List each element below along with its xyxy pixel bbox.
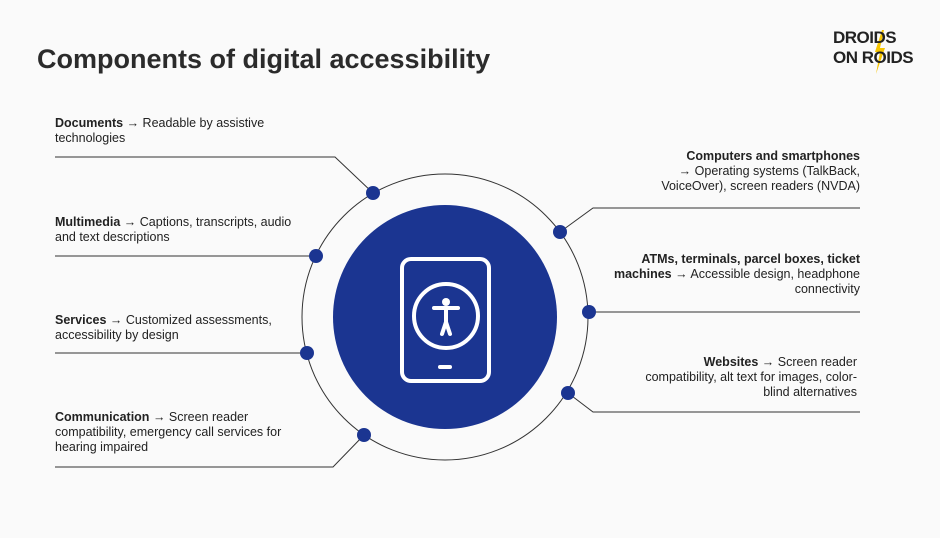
- droids-on-roids-logo: DROIDS ON ROIDS: [833, 28, 914, 78]
- item-documents: Documents → Readable by assistive techno…: [55, 116, 265, 145]
- item-atms: ATMs, terminals, parcel boxes, ticket ma…: [613, 252, 860, 296]
- bolt-icon: [875, 30, 885, 74]
- item-services: Services → Customized assessments, acces…: [55, 313, 272, 342]
- logo-line2: ON ROIDS: [833, 48, 914, 67]
- item-computers: Computers and smartphones→ Operating sys…: [661, 149, 860, 193]
- page-title: Components of digital accessibility: [37, 44, 491, 74]
- connector-lines: [55, 156, 860, 468]
- phone-accessibility-icon: [400, 257, 491, 383]
- connector-dots: [300, 186, 596, 442]
- item-websites: Websites → Screen reader compatibility, …: [645, 355, 857, 399]
- item-communication: Communication → Screen reader compatibil…: [55, 410, 282, 454]
- logo-line1: DROIDS: [833, 28, 897, 47]
- item-multimedia: Multimedia → Captions, transcripts, audi…: [55, 215, 292, 244]
